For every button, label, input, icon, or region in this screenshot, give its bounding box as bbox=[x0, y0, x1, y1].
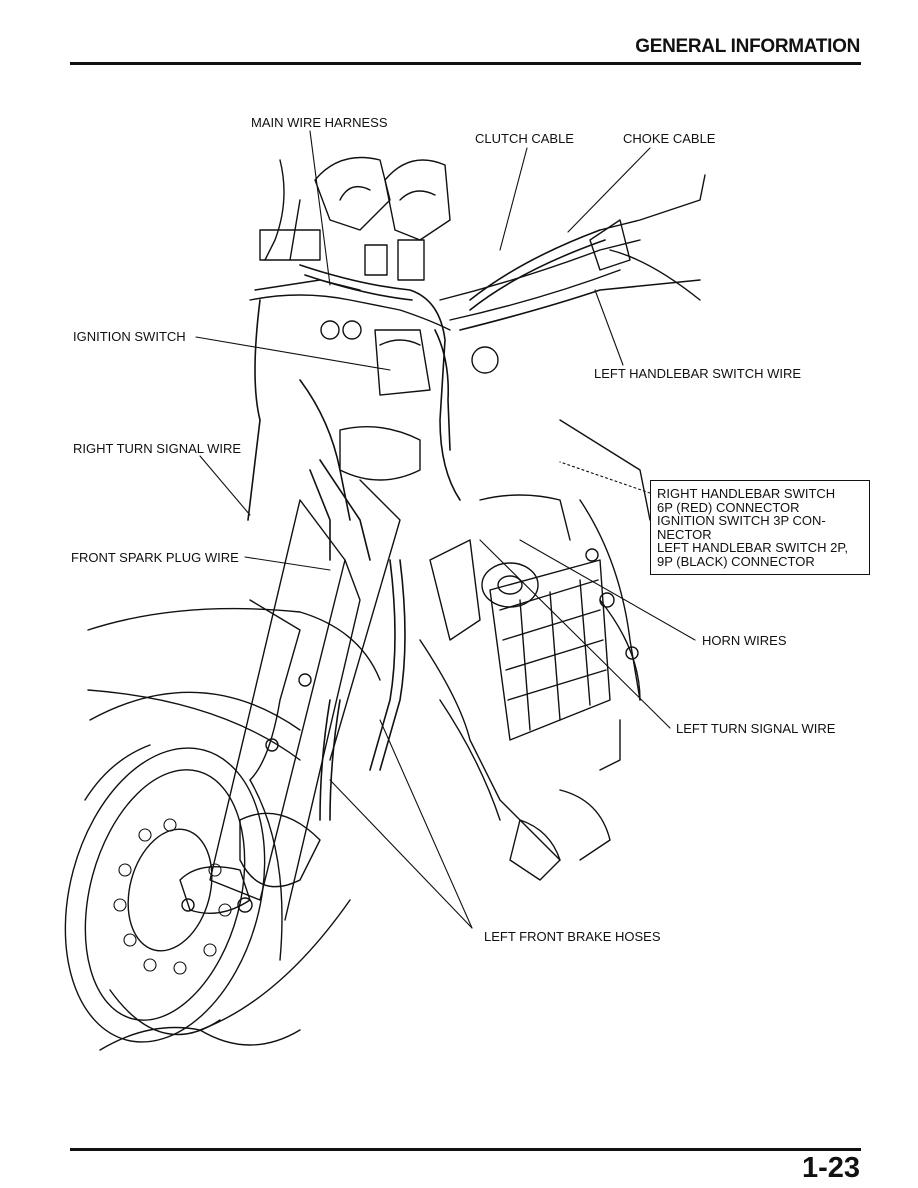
footer-rule bbox=[70, 1148, 861, 1151]
horn bbox=[481, 562, 539, 608]
header-rule bbox=[70, 62, 861, 65]
connector-box-line: NECTOR bbox=[657, 526, 712, 542]
instrument-cluster bbox=[314, 156, 451, 281]
leader-lines bbox=[195, 130, 696, 929]
label-left-handlebar-switch-wire: LEFT HANDLEBAR SWITCH WIRE bbox=[594, 366, 802, 381]
label-left-front-brake-hoses: LEFT FRONT BRAKE HOSES bbox=[484, 929, 661, 944]
brake-disc-holes bbox=[113, 818, 232, 975]
label-front-spark-plug-wire: FRONT SPARK PLUG WIRE bbox=[71, 550, 239, 565]
page-number: 1-23 bbox=[801, 1152, 860, 1184]
label-main-wire-harness: MAIN WIRE HARNESS bbox=[251, 115, 388, 130]
frame-and-engine bbox=[419, 419, 651, 881]
connector-callout-box: RIGHT HANDLEBAR SWITCH 6P (RED) CONNECTO… bbox=[650, 480, 870, 575]
radiator bbox=[489, 559, 611, 741]
connector-box-line: LEFT HANDLEBAR SWITCH 2P, bbox=[657, 540, 848, 555]
front-fender bbox=[87, 607, 381, 1051]
front-wheel bbox=[64, 691, 301, 1043]
label-right-turn-signal-wire: RIGHT TURN SIGNAL WIRE bbox=[73, 441, 242, 456]
section-title: GENERAL INFORMATION bbox=[635, 36, 860, 57]
label-left-turn-signal-wire: LEFT TURN SIGNAL WIRE bbox=[676, 721, 836, 736]
connector-box-line: 6P (RED) CONNECTOR bbox=[657, 499, 800, 515]
connector-box-line: 9P (BLACK) CONNECTOR bbox=[657, 553, 815, 569]
label-choke-cable: CHOKE CABLE bbox=[623, 131, 716, 146]
wire-harness-and-cables bbox=[247, 229, 701, 821]
label-ignition-switch: IGNITION SWITCH bbox=[73, 329, 186, 344]
label-clutch-cable: CLUTCH CABLE bbox=[475, 131, 574, 146]
connector-box-line: RIGHT HANDLEBAR SWITCH bbox=[657, 486, 836, 501]
front-forks bbox=[179, 479, 401, 921]
connector-box-line: IGNITION SWITCH 3P CON- bbox=[657, 513, 826, 528]
ignition-switch-assembly bbox=[320, 320, 499, 481]
label-horn-wires: HORN WIRES bbox=[702, 633, 787, 648]
